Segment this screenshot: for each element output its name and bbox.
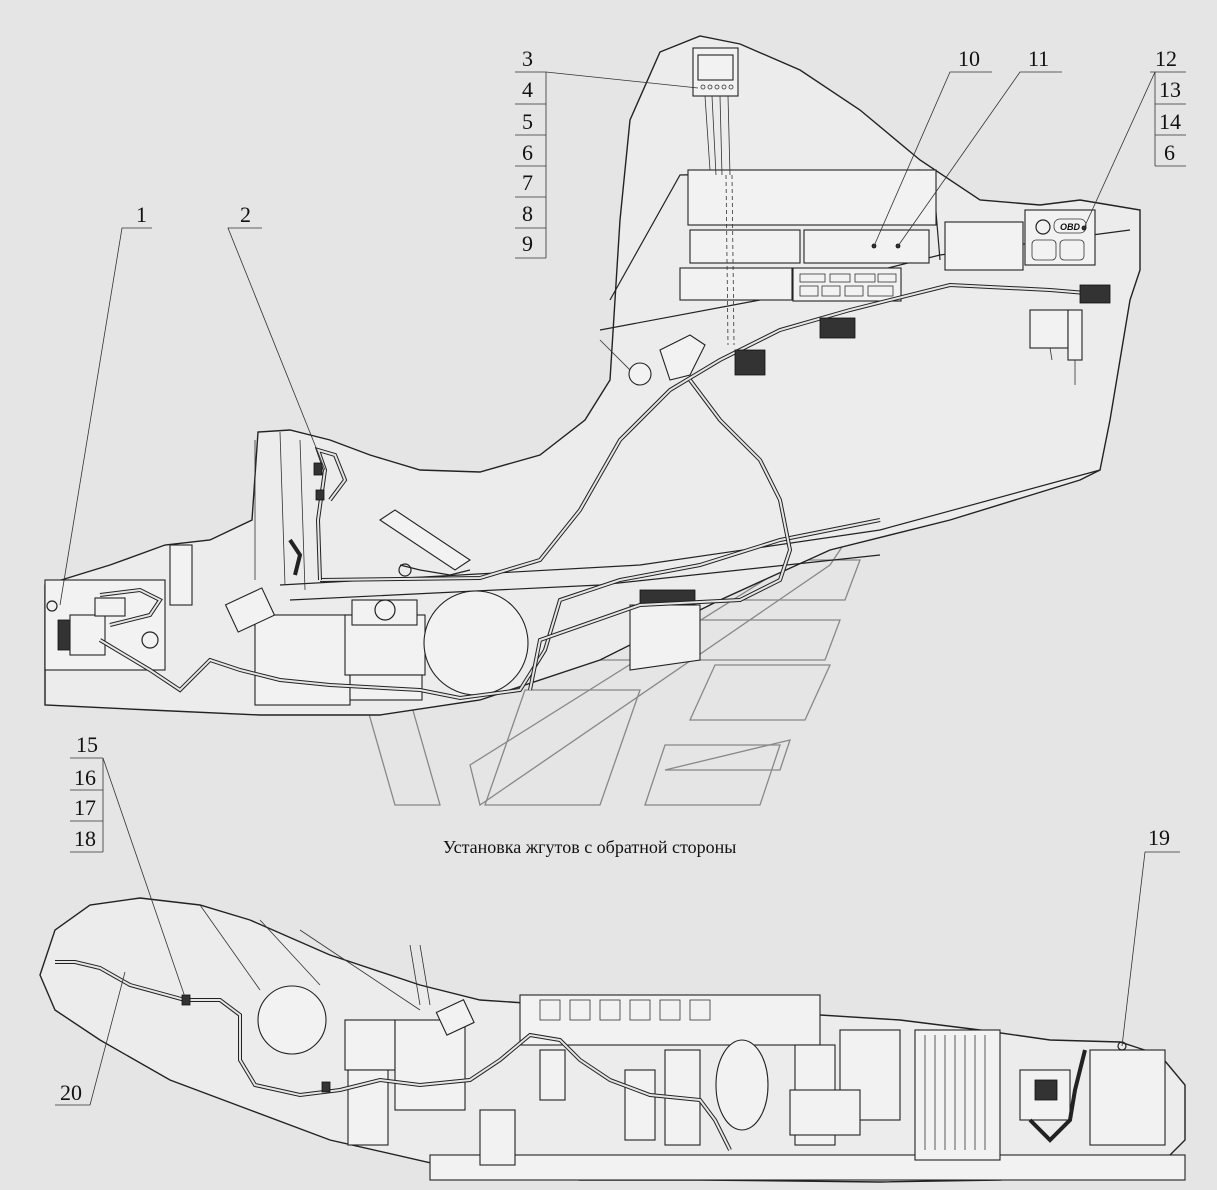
top-view-body: OBD [44,35,1141,716]
top-view-callouts: 1 2 3 4 5 6 7 8 9 10 11 12 13 14 6 [59,46,1186,606]
callout-18: 18 [74,826,96,851]
callout-6: 6 [522,140,533,165]
callout-6b: 6 [1164,140,1175,165]
callout-14: 14 [1159,109,1181,134]
callout-3: 3 [522,46,533,71]
callout-19: 19 [1148,825,1170,850]
callout-4: 4 [522,77,533,102]
top-view-parts [44,334,706,706]
callout-10: 10 [958,46,980,71]
bottom-view-callouts: 15 16 17 18 19 20 [55,732,1180,1106]
callout-2: 2 [240,202,251,227]
callout-20: 20 [60,1080,82,1105]
callout-13: 13 [1159,77,1181,102]
callout-9: 9 [522,231,533,256]
callout-12: 12 [1155,46,1177,71]
callout-15: 15 [76,732,98,757]
callout-16: 16 [74,765,96,790]
top-view-harness [98,282,1111,701]
callout-1: 1 [136,202,147,227]
callout-17: 17 [74,795,96,820]
bottom-view-body [39,897,1186,1183]
caption: Установка жгутов с обратной стороны [443,837,736,857]
callout-7: 7 [522,170,533,195]
obd-label: OBD [1060,222,1081,232]
callout-11: 11 [1028,46,1049,71]
callout-5: 5 [522,109,533,134]
callout-8: 8 [522,201,533,226]
